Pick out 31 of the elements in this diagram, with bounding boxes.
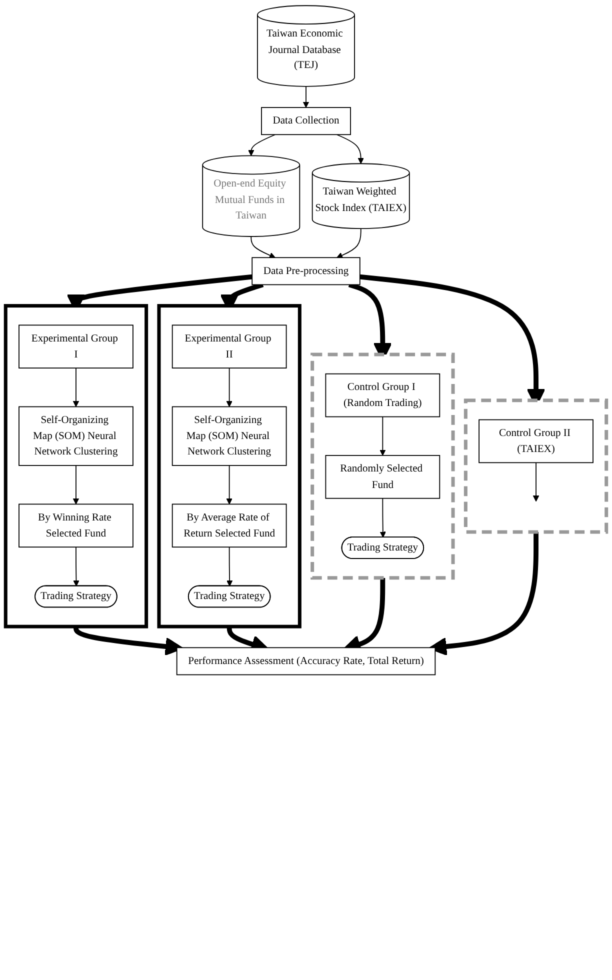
node-box: Performance Assessment (Accuracy Rate, Total Return) [176, 647, 436, 676]
arrow [248, 134, 276, 156]
node-box: Data Pre-processing [252, 257, 360, 286]
node-box: Data Collection [261, 107, 351, 136]
arrow [532, 462, 540, 502]
node-box: Randomly Selected Fund [325, 455, 440, 499]
cluster [310, 352, 455, 580]
arrow [250, 236, 276, 258]
node-box: Experimental Group I [18, 324, 134, 368]
cluster [4, 304, 148, 628]
arrow [380, 498, 386, 538]
node-box: Control Group II (TAIEX) [478, 419, 594, 464]
node-box: By Winning Rate Selected Fund [18, 504, 134, 548]
arrow [336, 134, 364, 164]
arrow [226, 368, 232, 408]
cluster [157, 304, 302, 628]
arrow [72, 465, 80, 504]
node-box: Control Group I (Random Trading) [325, 373, 440, 418]
node-box: Self-Organizing Map (SOM) Neural Network Clustering [18, 406, 134, 466]
arrow [336, 228, 362, 258]
arrow [73, 546, 80, 586]
node-box: Self-Organizing Map (SOM) Neural Network Clustering [172, 406, 287, 466]
arrow [380, 416, 386, 456]
arrow [72, 368, 80, 408]
node-box: By Average Rate of Return Selected Fund [172, 504, 287, 548]
arrow [302, 86, 310, 108]
node-box: Experimental Group II [172, 324, 287, 368]
arrow [226, 465, 232, 504]
arrow [428, 532, 538, 656]
cluster [464, 398, 608, 534]
arrow [226, 546, 233, 586]
